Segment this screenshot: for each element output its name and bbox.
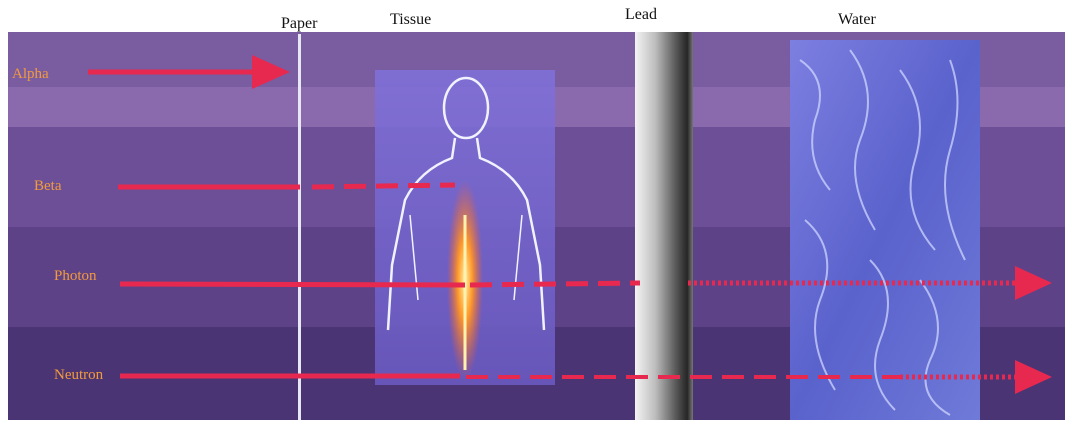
beta-label: Beta (34, 178, 62, 195)
neutron-label: Neutron (54, 367, 103, 384)
lead-slab (635, 32, 693, 420)
paper-label: Paper (281, 15, 317, 33)
water-panel (790, 40, 980, 420)
tissue-panel (375, 70, 555, 385)
photon-label: Photon (54, 268, 97, 285)
water-label: Water (838, 11, 876, 29)
tissue-label: Tissue (390, 11, 431, 29)
paper-sheet (298, 34, 301, 420)
lead-label: Lead (625, 6, 657, 24)
alpha-label: Alpha (12, 66, 49, 83)
